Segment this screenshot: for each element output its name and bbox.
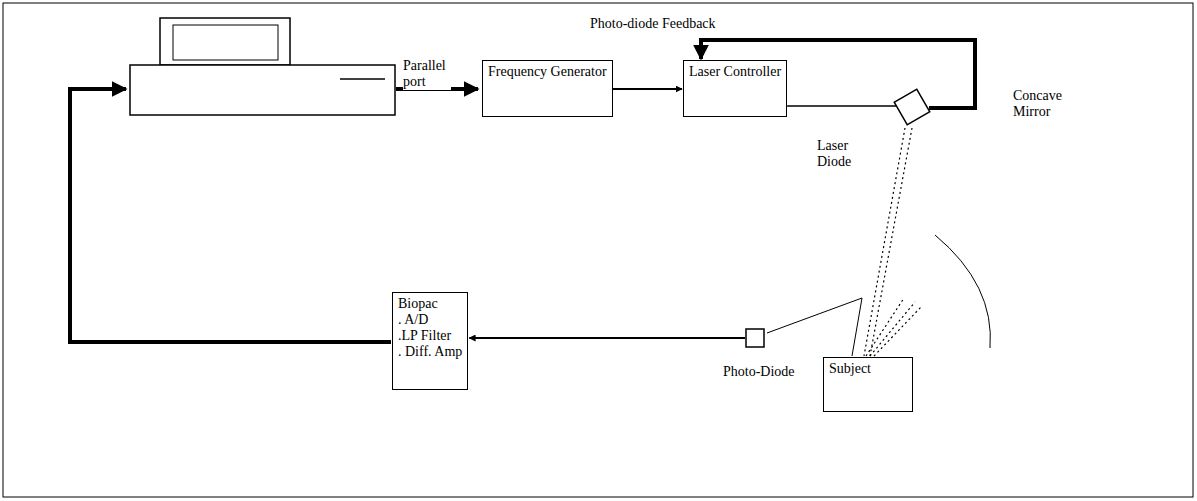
reflected-ray: [874, 306, 922, 356]
node-label: Photo-Diode: [723, 364, 813, 380]
laser-ray: [870, 128, 912, 356]
node-label: Laser Diode: [817, 138, 862, 170]
port-label: Parallel port: [403, 58, 451, 90]
computer-case: [130, 65, 395, 115]
laser-ray: [864, 128, 905, 356]
node-text: . Diff. Amp: [398, 344, 462, 360]
edge-label: Photo-diode Feedback: [590, 16, 716, 32]
detected-ray: [767, 298, 862, 333]
drive-slot: [340, 78, 385, 80]
computer-illustration: [130, 18, 395, 115]
photo-diode: Photo-Diode: [745, 328, 765, 348]
monitor: [160, 18, 290, 65]
detected-ray: [852, 298, 862, 356]
laser-diode: Laser Diode: [895, 90, 931, 126]
component-outline: [895, 90, 931, 126]
mirror-label: Concave Mirror: [1013, 88, 1071, 120]
node-text: . A/D: [398, 312, 462, 328]
connector: [613, 88, 682, 90]
reflected-ray: [870, 302, 915, 356]
process-box: Frequency Generator: [482, 60, 613, 117]
node-text: Subject: [829, 361, 907, 377]
data-return-arrow: [70, 89, 391, 342]
process-box: Laser Controller: [683, 60, 787, 117]
node-text: Laser Controller: [689, 64, 781, 80]
connector: [787, 105, 899, 107]
concave-mirror: [935, 235, 990, 348]
laser-rays: [864, 128, 922, 356]
subject-box: Subject: [823, 357, 913, 412]
detected-ray: [767, 298, 862, 356]
instrument-box: Biopac. A/D.LP Filter. Diff. Amp: [392, 292, 468, 390]
node-text: Frequency Generator: [488, 64, 607, 80]
diode-symbol: [746, 329, 764, 347]
diode-symbol: [894, 89, 930, 125]
connector: [469, 337, 745, 339]
node-text: .LP Filter: [398, 328, 462, 344]
node-text: Biopac: [398, 296, 462, 312]
component-outline: [745, 328, 765, 348]
reflected-ray: [866, 298, 904, 356]
screen: [173, 25, 278, 60]
frame: [3, 3, 1193, 497]
